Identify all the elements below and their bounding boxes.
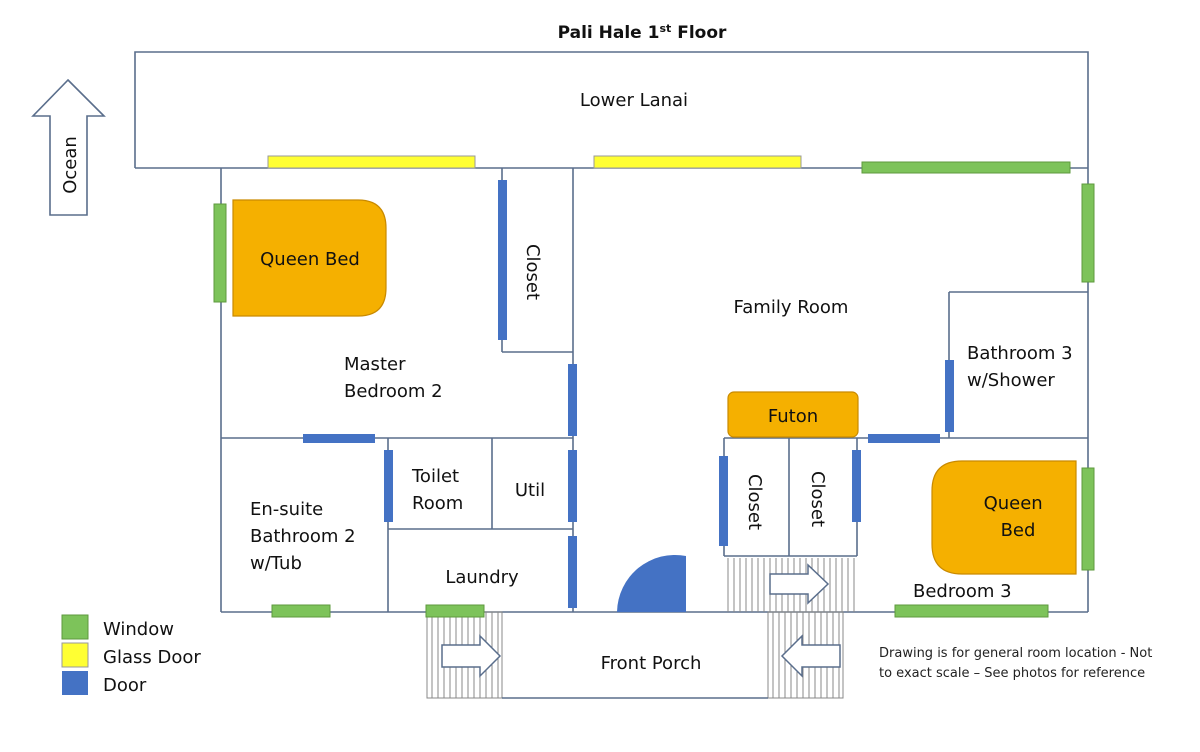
window-master-left [213,203,227,303]
util-label: Util [515,480,545,501]
stair-arrow-icon-left [441,634,502,678]
legend-label-door: Door [103,675,147,696]
queen-bed-master-label: Queen Bed [260,249,360,270]
front-door-swing [617,554,686,612]
legend-label-window: Window [103,619,174,640]
master-bedroom-label: Master Bedroom 2 [344,354,443,402]
queen-bed-3-label: Queen Bed [984,493,1049,541]
legend-swatch-glass-door [61,642,89,668]
door-closet-left [719,456,728,546]
toilet-room-label: Toilet Room [411,466,465,514]
window-laundry-bottom [425,604,485,618]
bathroom-3-label: Bathroom 3 w/Shower [967,343,1078,391]
door-bathroom3 [945,360,954,432]
bedroom-3-label: Bedroom 3 [913,581,1012,602]
laundry-label: Laundry [445,567,519,588]
glass-door-family [593,155,802,169]
family-room-label: Family Room [734,297,849,318]
door-master-hall [568,364,577,436]
futon [727,391,859,438]
queen-bed-bedroom3 [931,460,1077,575]
plan-title: Pali Hale 1st Floor [558,22,727,43]
door-closet-master [498,180,507,340]
ocean-arrow-icon: Ocean [31,78,106,216]
door-laundry [568,536,577,608]
ocean-label: Ocean [60,136,81,194]
stair-arrow-icon-right [780,634,841,678]
door-closet-right [852,450,861,522]
door-ensuite-top [303,434,375,443]
legend-label-glass-door: Glass Door [103,647,201,668]
legend-swatch-window [61,614,89,640]
window-family-top [861,161,1071,174]
door-toilet-room [384,450,393,522]
lower-lanai-label: Lower Lanai [580,90,688,111]
window-ensuite-bottom [271,604,331,618]
closet-left-label: Closet [744,474,765,530]
window-bedroom3-bottom [894,604,1049,618]
stair-arrow-icon-center [769,563,830,605]
ensuite-bathroom-label: En-suite Bathroom 2 w/Tub [250,499,361,574]
futon-label: Futon [768,406,818,427]
window-bedroom3-right [1081,467,1095,571]
front-porch-label: Front Porch [601,653,702,674]
door-util [568,450,577,522]
queen-bed-master [232,199,387,317]
window-family-right [1081,183,1095,283]
scale-note: Drawing is for general room location - N… [879,646,1156,681]
closet-master-label: Closet [522,244,543,300]
legend: Window Glass Door Door [61,614,201,696]
glass-door-master [267,155,476,169]
closet-right-label: Closet [807,471,828,527]
door-bedroom3-top [868,434,940,443]
legend-swatch-door [62,671,88,695]
